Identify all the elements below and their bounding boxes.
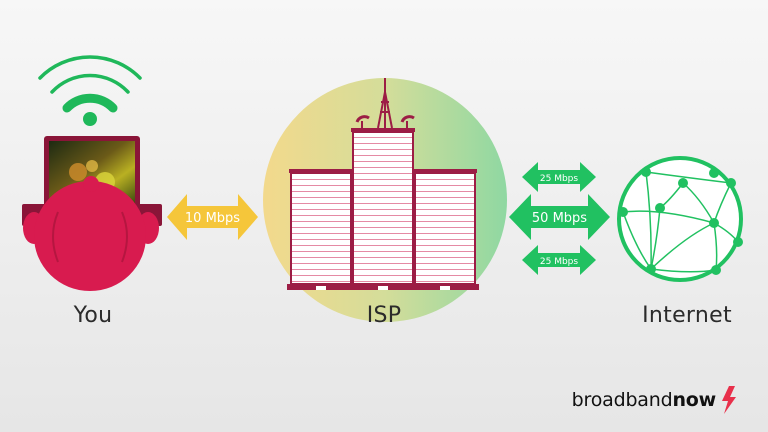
link-arrow-isp-internet-top: 25 Mbps <box>522 162 596 192</box>
isp-label: ISP <box>366 303 402 328</box>
wifi-icon <box>38 55 142 126</box>
isp-tower-right <box>414 172 476 285</box>
link-arrow-isp-internet-middle: 50 Mbps <box>509 194 610 240</box>
antenna-tower-icon <box>377 78 393 129</box>
internet-label: Internet <box>642 303 732 328</box>
isp-building-icon <box>287 78 479 290</box>
link-label-isp-internet-top: 25 Mbps <box>540 174 579 184</box>
isp-tower-center <box>352 131 414 285</box>
you-label: You <box>73 303 113 328</box>
isp-tower-left <box>290 172 352 285</box>
brand-wordmark: broadbandnow <box>571 389 717 411</box>
link-label-isp-internet-bottom: 25 Mbps <box>540 257 579 267</box>
user-with-laptop-icon <box>22 136 162 291</box>
satellite-dish-icon <box>355 115 415 129</box>
user-head <box>34 181 146 291</box>
brand-wordmark-part1: broadband <box>571 389 673 411</box>
link-label-you-isp: 10 Mbps <box>185 211 240 226</box>
brand-logo: broadbandnow <box>572 386 738 414</box>
user-head-top <box>83 176 99 192</box>
internet-globe-icon <box>617 156 743 282</box>
brand-wordmark-part2: now <box>672 389 716 411</box>
link-label-isp-internet-middle: 50 Mbps <box>532 211 587 226</box>
lightning-bolt-icon <box>722 386 736 414</box>
link-arrow-isp-internet-bottom: 25 Mbps <box>522 245 596 275</box>
link-arrow-you-isp: 10 Mbps <box>167 194 258 240</box>
